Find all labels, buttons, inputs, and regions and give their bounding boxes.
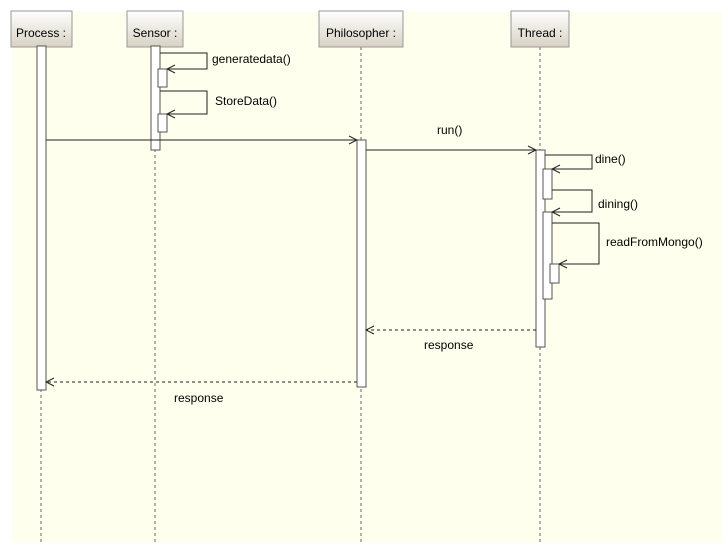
activation-sensor xyxy=(150,45,161,151)
participant-sensor[interactable]: Sensor : xyxy=(126,10,184,48)
activation-thread-readfrommongo xyxy=(549,263,560,284)
message-arrow xyxy=(552,222,600,264)
message-label: response xyxy=(174,391,224,405)
message-label: dine() xyxy=(595,152,626,166)
message-run[interactable]: run() xyxy=(366,123,536,150)
diagram-background xyxy=(12,12,722,542)
message-label: run() xyxy=(437,123,462,137)
message-arrow xyxy=(160,90,208,114)
participant-label: Sensor : xyxy=(133,26,178,40)
message-dine[interactable]: dine() xyxy=(545,152,626,169)
participant-thread[interactable]: Thread : xyxy=(510,10,570,48)
activation-thread-dining xyxy=(542,211,553,300)
message-label: dining() xyxy=(598,197,638,211)
activation-sensor-generatedata xyxy=(157,68,168,88)
message-arrow xyxy=(545,154,593,169)
message-label: StoreData() xyxy=(215,94,277,108)
activation-process xyxy=(36,45,47,391)
message-arrow xyxy=(160,52,208,69)
activation-sensor-storedata xyxy=(157,113,168,133)
activation-philosopher xyxy=(356,139,367,388)
message-generatedata[interactable]: generatedata() xyxy=(160,52,291,69)
message-label: response xyxy=(424,338,474,352)
participant-box xyxy=(318,10,404,48)
participant-label: Thread : xyxy=(518,26,563,40)
message-label: generatedata() xyxy=(212,52,291,66)
message-storedata[interactable]: StoreData() xyxy=(160,90,277,114)
activation-thread-dine xyxy=(542,168,553,200)
message-response-philosopher[interactable]: response xyxy=(46,382,357,405)
participant-box xyxy=(510,10,570,48)
participant-label: Philosopher : xyxy=(326,26,396,40)
message-dining[interactable]: dining() xyxy=(552,189,638,212)
message-label: readFromMongo() xyxy=(606,235,703,249)
participant-process[interactable]: Process : xyxy=(10,10,73,48)
participant-box xyxy=(126,10,184,48)
message-arrow xyxy=(552,189,593,212)
participant-label: Process : xyxy=(16,26,66,40)
activation-bars xyxy=(36,45,560,391)
message-readfrommongo[interactable]: readFromMongo() xyxy=(552,222,703,264)
participant-philosopher[interactable]: Philosopher : xyxy=(318,10,404,48)
message-response-thread[interactable]: response xyxy=(366,330,536,352)
